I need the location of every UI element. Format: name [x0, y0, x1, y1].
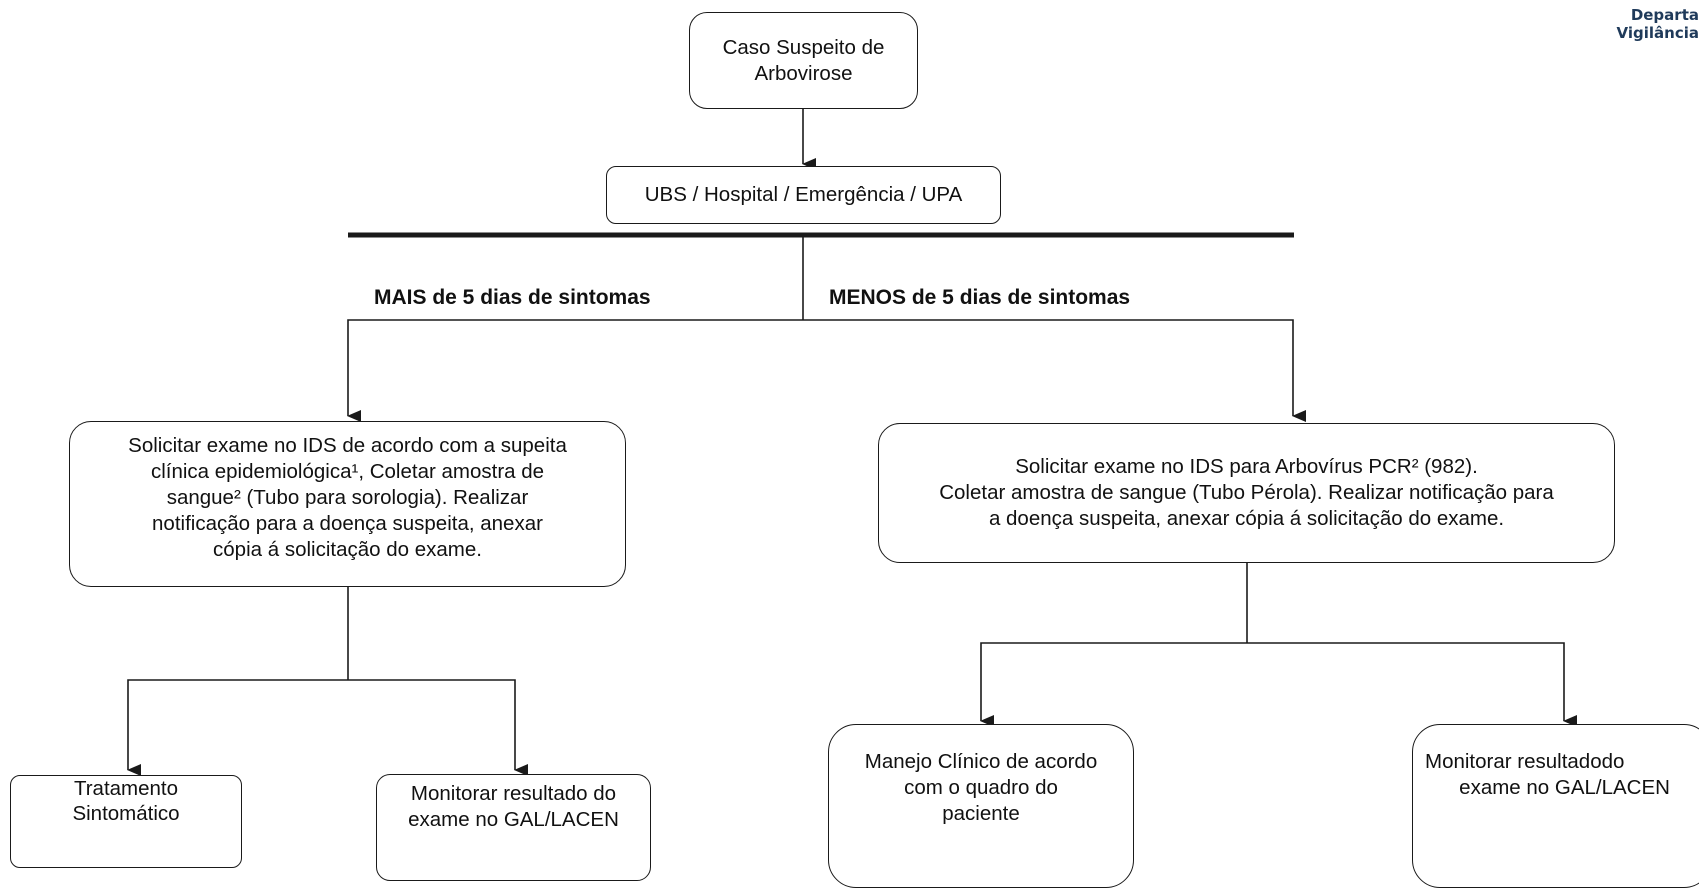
connector-to-manejo: [980, 642, 1247, 727]
header-institution: Departa Vigilância: [1617, 6, 1699, 42]
node-start: Caso Suspeito de Arbovirose: [689, 12, 918, 109]
branch-label-mais: MAIS de 5 dias de sintomas: [374, 286, 651, 309]
node-tratamento: Tratamento Sintomático: [10, 775, 242, 868]
node-manejo: Manejo Clínico de acordo com o quadro do…: [828, 724, 1134, 888]
node-left-exam: Solicitar exame no IDS de acordo com a s…: [69, 421, 626, 587]
node-monitor-right: Monitorar resultadodo exame no GAL/LACEN: [1412, 724, 1699, 888]
connector-to-monitor-right: [1247, 642, 1577, 727]
header-line-1: Departa: [1630, 6, 1699, 24]
connector-right-branch: [803, 319, 1306, 422]
branch-label-menos: MENOS de 5 dias de sintomas: [829, 286, 1131, 309]
node-right-exam: Solicitar exame no IDS para Arbovírus PC…: [878, 423, 1615, 563]
connector-to-monitor-left: [348, 679, 528, 776]
node-ubs: UBS / Hospital / Emergência / UPA: [606, 166, 1001, 224]
connector-to-tratamento: [127, 679, 348, 776]
node-monitor-left: Monitorar resultado do exame no GAL/LACE…: [376, 774, 651, 881]
header-line-2: Vigilância: [1616, 24, 1699, 42]
connector-left-branch: [347, 319, 803, 422]
